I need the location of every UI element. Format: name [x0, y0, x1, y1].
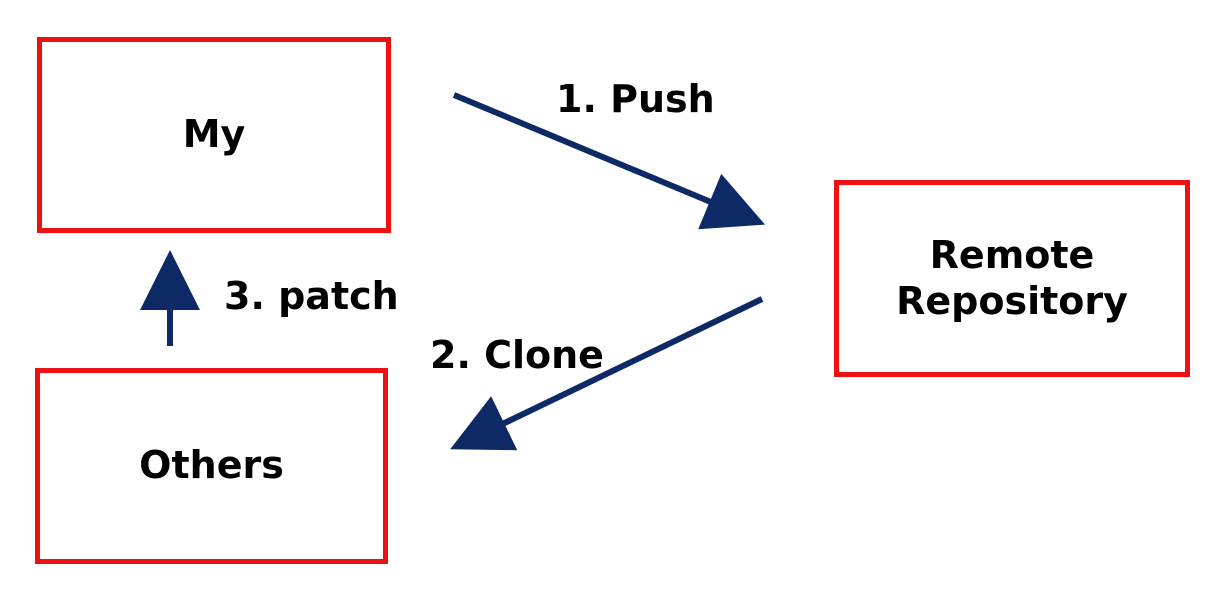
remote-repository-node-label: Remote Repository: [896, 233, 1128, 324]
others-node: Others: [35, 368, 388, 564]
clone-edge-label: 2. Clone: [430, 333, 604, 377]
remote-repository-node: Remote Repository: [834, 180, 1190, 377]
push-edge-label: 1. Push: [556, 77, 715, 121]
my-node-label-line: My: [182, 112, 246, 157]
others-node-label-line: Others: [139, 443, 284, 488]
remote-repository-label-line-1: Remote: [929, 232, 1095, 277]
others-node-label: Others: [139, 443, 284, 489]
remote-repository-label-line-2: Repository: [896, 278, 1128, 323]
clone-arrow: [450, 296, 764, 451]
push-arrow: [452, 92, 766, 230]
patch-edge-label: 3. patch: [224, 274, 399, 318]
my-node-label: My: [183, 112, 246, 158]
my-node: My: [37, 37, 391, 233]
